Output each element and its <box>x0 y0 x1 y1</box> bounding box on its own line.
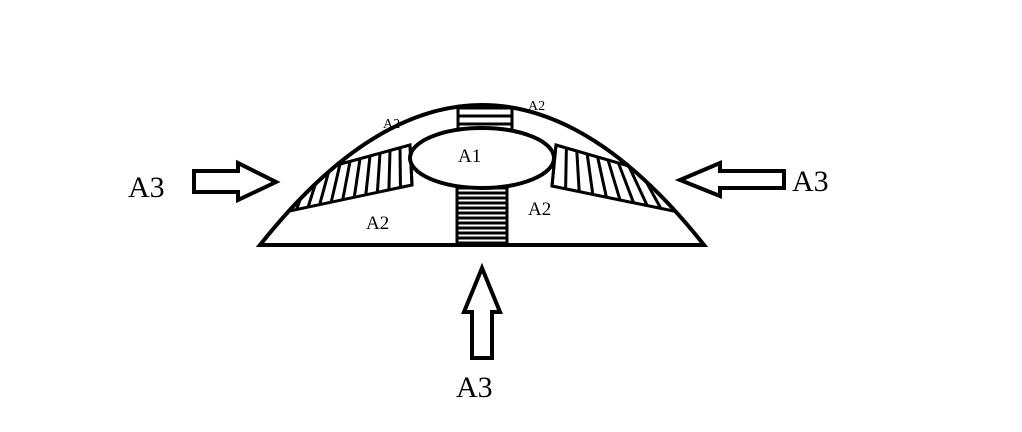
hatch-line <box>564 147 568 189</box>
hatch-line <box>329 163 342 203</box>
center-ellipse <box>408 126 556 190</box>
label-lower-left: A2 <box>366 213 389 234</box>
hatch-line <box>575 150 581 192</box>
hatch-line <box>606 159 622 201</box>
hatch-line <box>352 158 362 198</box>
hatch-line <box>596 156 608 198</box>
hatch-line <box>387 150 392 190</box>
right-arrow <box>674 159 786 199</box>
hatch-line <box>341 161 352 201</box>
bottom-arrow <box>461 262 503 360</box>
label-upper-right: A2 <box>528 99 545 114</box>
hatch-line <box>616 162 636 204</box>
label-upper-left: A2 <box>383 117 400 132</box>
hatch-line <box>585 153 595 195</box>
bottom-arrow-label: A3 <box>456 371 493 404</box>
hatch-line <box>375 153 382 193</box>
hatch-line <box>364 155 372 195</box>
left-arrow <box>192 159 281 204</box>
label-lower-right: A2 <box>528 199 551 220</box>
label-center: A1 <box>458 146 481 167</box>
right-arrow-label: A3 <box>792 165 829 198</box>
hatch-line <box>627 165 649 207</box>
left-arrow-label: A3 <box>128 171 165 204</box>
dome-outline <box>255 103 709 247</box>
